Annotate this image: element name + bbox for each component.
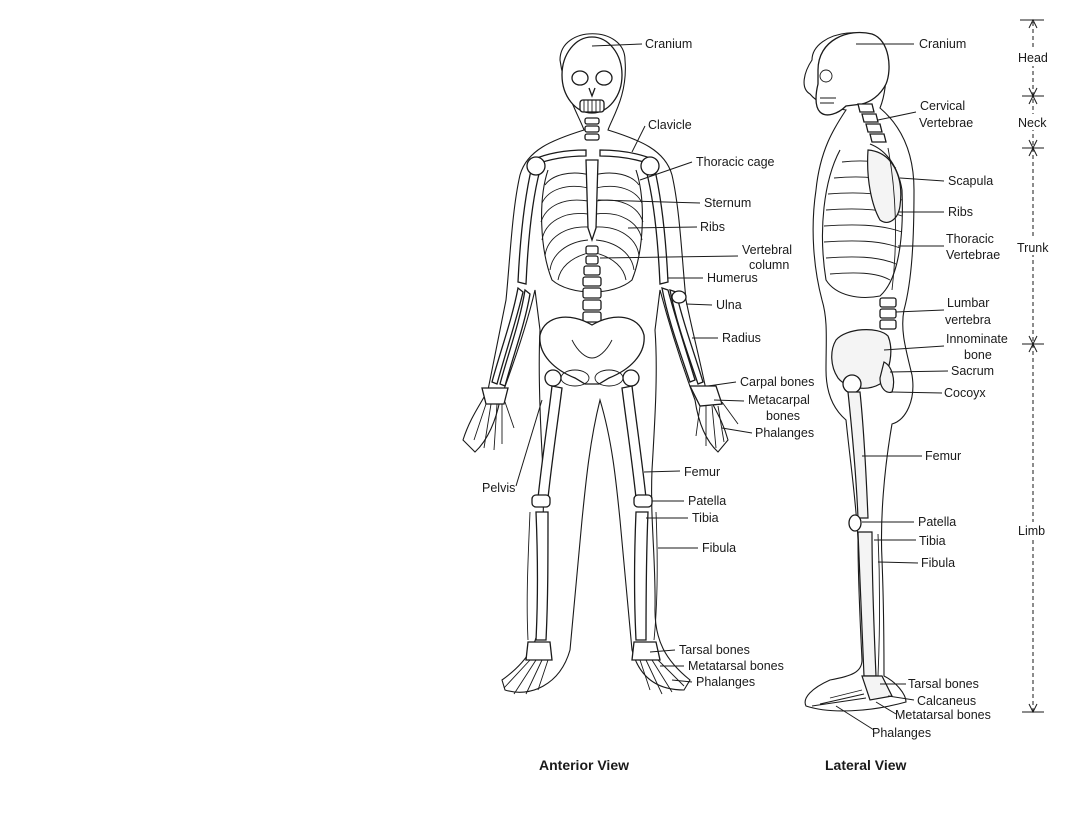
segment-limb: Limb (1018, 524, 1045, 538)
anterior-labels: Cranium Clavicle Thoracic cage Sternum R… (482, 37, 814, 689)
segment-trunk: Trunk (1017, 241, 1049, 255)
lateral-label-femur: Femur (925, 449, 961, 463)
lateral-label-innominate-line2: bone (964, 348, 992, 362)
label-metacarpal-line1: Metacarpal (748, 393, 810, 407)
lateral-label-tibia: Tibia (919, 534, 946, 548)
lateral-label-thoracic-line2: Vertebrae (946, 248, 1000, 262)
lateral-label-fibula: Fibula (921, 556, 955, 570)
segment-head: Head (1018, 51, 1048, 65)
lateral-label-lumbar-line2: vertebra (945, 313, 991, 327)
segment-neck: Neck (1018, 116, 1047, 130)
label-carpal-bones: Carpal bones (740, 375, 814, 389)
label-thoracic-cage: Thoracic cage (696, 155, 775, 169)
lateral-label-phalanges: Phalanges (872, 726, 931, 740)
lateral-label-cervical-line2: Vertebrae (919, 116, 973, 130)
body-segment-scale: Head Neck Trunk Limb (1014, 18, 1054, 714)
label-femur: Femur (684, 465, 720, 479)
anterior-leader-lines (515, 43, 753, 683)
lateral-label-thoracic-line1: Thoracic (946, 232, 994, 246)
anterior-view-title: Anterior View (539, 757, 629, 773)
lateral-label-metatarsal-bones: Metatarsal bones (895, 708, 991, 722)
lateral-label-ribs: Ribs (948, 205, 973, 219)
label-cranium: Cranium (645, 37, 692, 51)
lateral-label-innominate-line1: Innominate (946, 332, 1008, 346)
label-tibia: Tibia (692, 511, 719, 525)
label-vertebral-column-line1: Vertebral (742, 243, 792, 257)
anterior-skeleton-figure (462, 33, 739, 695)
label-fibula: Fibula (702, 541, 736, 555)
lateral-label-cervical-line1: Cervical (920, 99, 965, 113)
label-clavicle: Clavicle (648, 118, 692, 132)
lateral-label-cranium: Cranium (919, 37, 966, 51)
lateral-label-sacrum: Sacrum (951, 364, 994, 378)
lateral-label-patella: Patella (918, 515, 956, 529)
label-vertebral-column-line2: column (749, 258, 789, 272)
label-pelvis: Pelvis (482, 481, 515, 495)
lateral-view-title: Lateral View (825, 757, 907, 773)
label-metacarpal-line2: bones (766, 409, 800, 423)
label-phalanges-foot: Phalanges (696, 675, 755, 689)
label-tarsal-bones: Tarsal bones (679, 643, 750, 657)
lateral-label-lumbar-line1: Lumbar (947, 296, 989, 310)
label-sternum: Sternum (704, 196, 751, 210)
lateral-label-coccyx: Cocoyx (944, 386, 986, 400)
label-ulna: Ulna (716, 298, 742, 312)
lateral-leader-lines (835, 43, 949, 731)
lateral-label-calcaneus: Calcaneus (917, 694, 976, 708)
label-phalanges-hand: Phalanges (755, 426, 814, 440)
lateral-label-tarsal-bones: Tarsal bones (908, 677, 979, 691)
label-metatarsal-bones: Metatarsal bones (688, 659, 784, 673)
label-radius: Radius (722, 331, 761, 345)
lateral-labels: Cranium Cervical Vertebrae Scapula Ribs … (872, 37, 1008, 740)
label-humerus: Humerus (707, 271, 758, 285)
lateral-label-scapula: Scapula (948, 174, 993, 188)
label-patella: Patella (688, 494, 726, 508)
label-ribs: Ribs (700, 220, 725, 234)
